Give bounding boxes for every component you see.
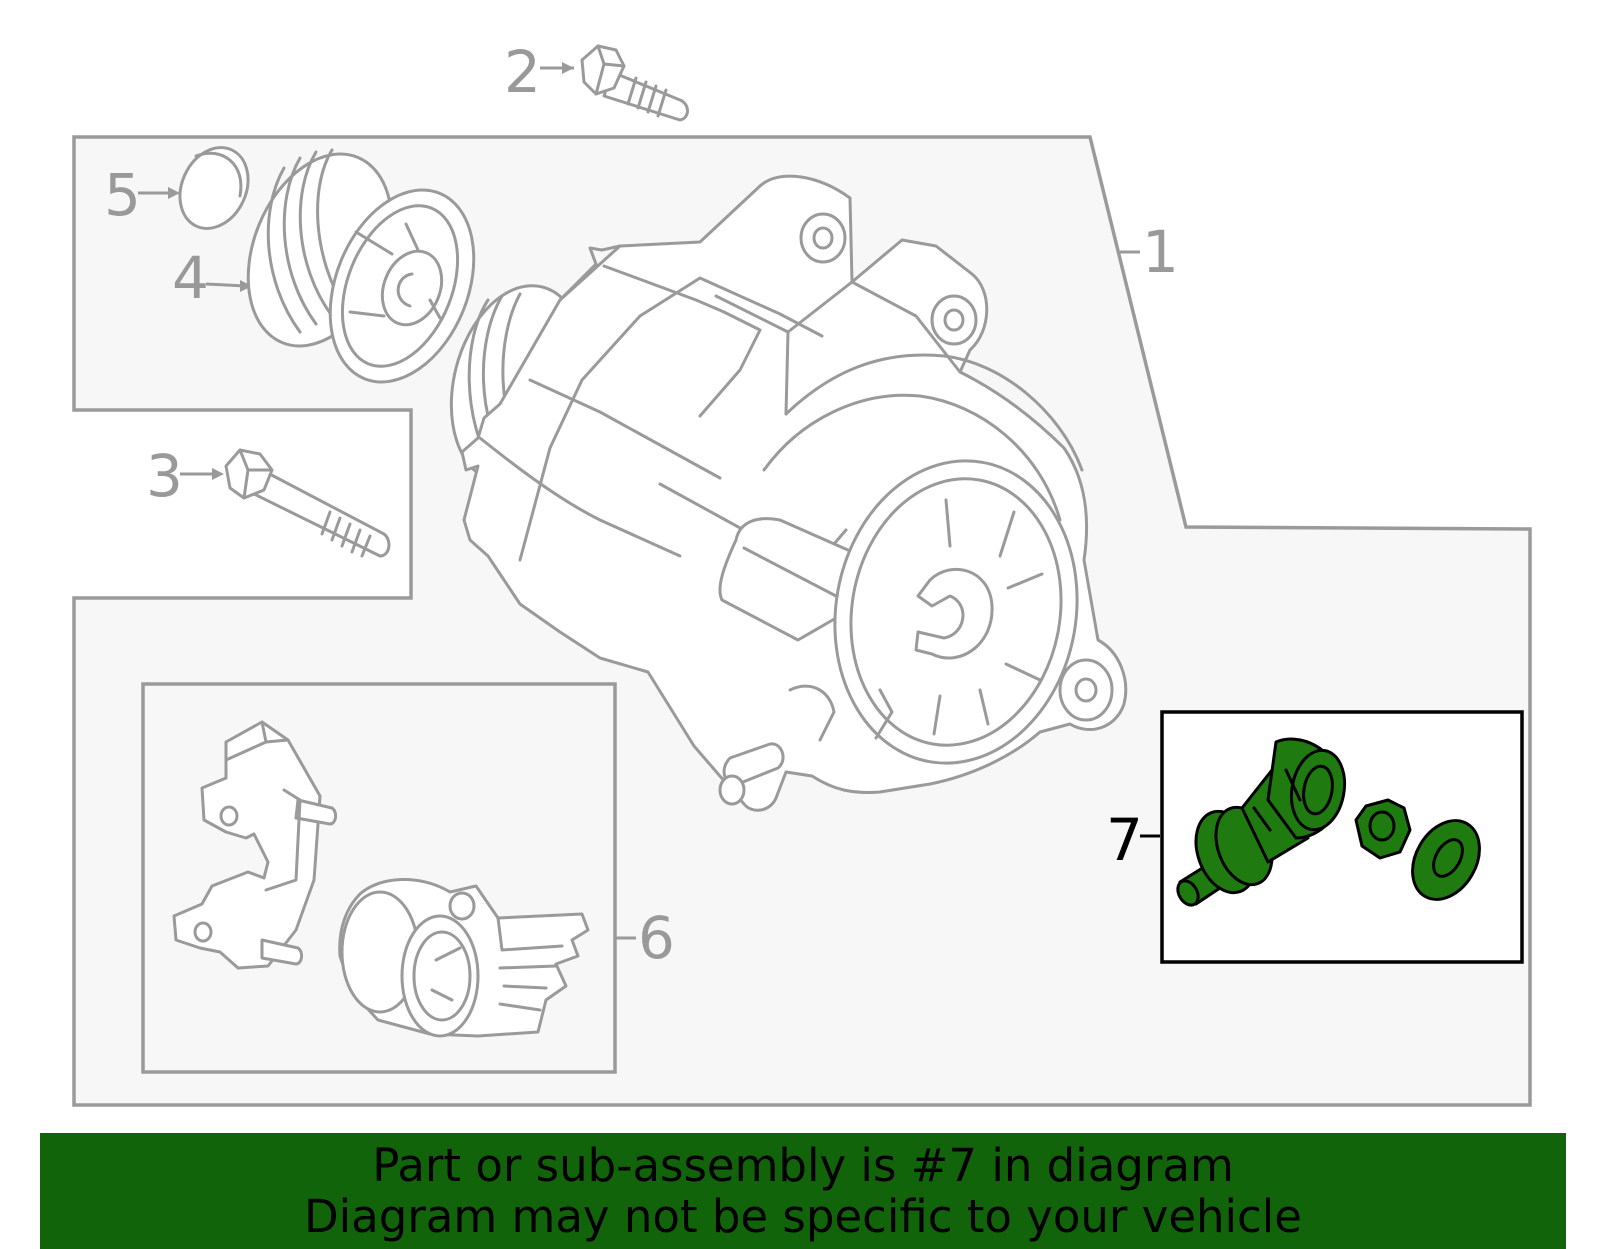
terminal-kit-icon[interactable] (1174, 737, 1493, 911)
callout-5[interactable]: 5 (104, 161, 180, 229)
washer-icon (1411, 819, 1481, 901)
alternator-icon[interactable] (432, 174, 1128, 812)
banner-line-2: Diagram may not be specific to your vehi… (304, 1190, 1302, 1243)
callout-3-label: 3 (146, 442, 183, 510)
callout-3[interactable]: 3 (146, 442, 224, 510)
callout-7-label: 7 (1106, 806, 1143, 874)
regulator-brush-icon[interactable] (338, 877, 590, 1038)
callout-6-label: 6 (638, 904, 675, 972)
callout-1-label: 1 (1142, 218, 1179, 286)
callout-2[interactable]: 2 (504, 38, 574, 106)
callout-4[interactable]: 4 (172, 244, 252, 312)
callout-5-label: 5 (104, 161, 141, 229)
info-banner: Part or sub-assembly is #7 in diagram Di… (40, 1133, 1566, 1249)
bolt-icon[interactable] (224, 448, 391, 558)
cap-icon[interactable] (167, 136, 261, 239)
callout-2-label: 2 (504, 38, 541, 106)
banner-line-1: Part or sub-assembly is #7 in diagram (372, 1139, 1234, 1192)
pulley-icon[interactable] (221, 133, 500, 404)
bolt-icon[interactable] (580, 44, 689, 122)
callout-1[interactable]: 1 (1120, 218, 1179, 286)
regulator-icon[interactable] (172, 720, 338, 970)
callout-6[interactable]: 6 (616, 904, 675, 972)
callout-4-label: 4 (172, 244, 209, 312)
callout-7[interactable]: 7 (1106, 806, 1160, 874)
nut-icon (1354, 798, 1412, 860)
